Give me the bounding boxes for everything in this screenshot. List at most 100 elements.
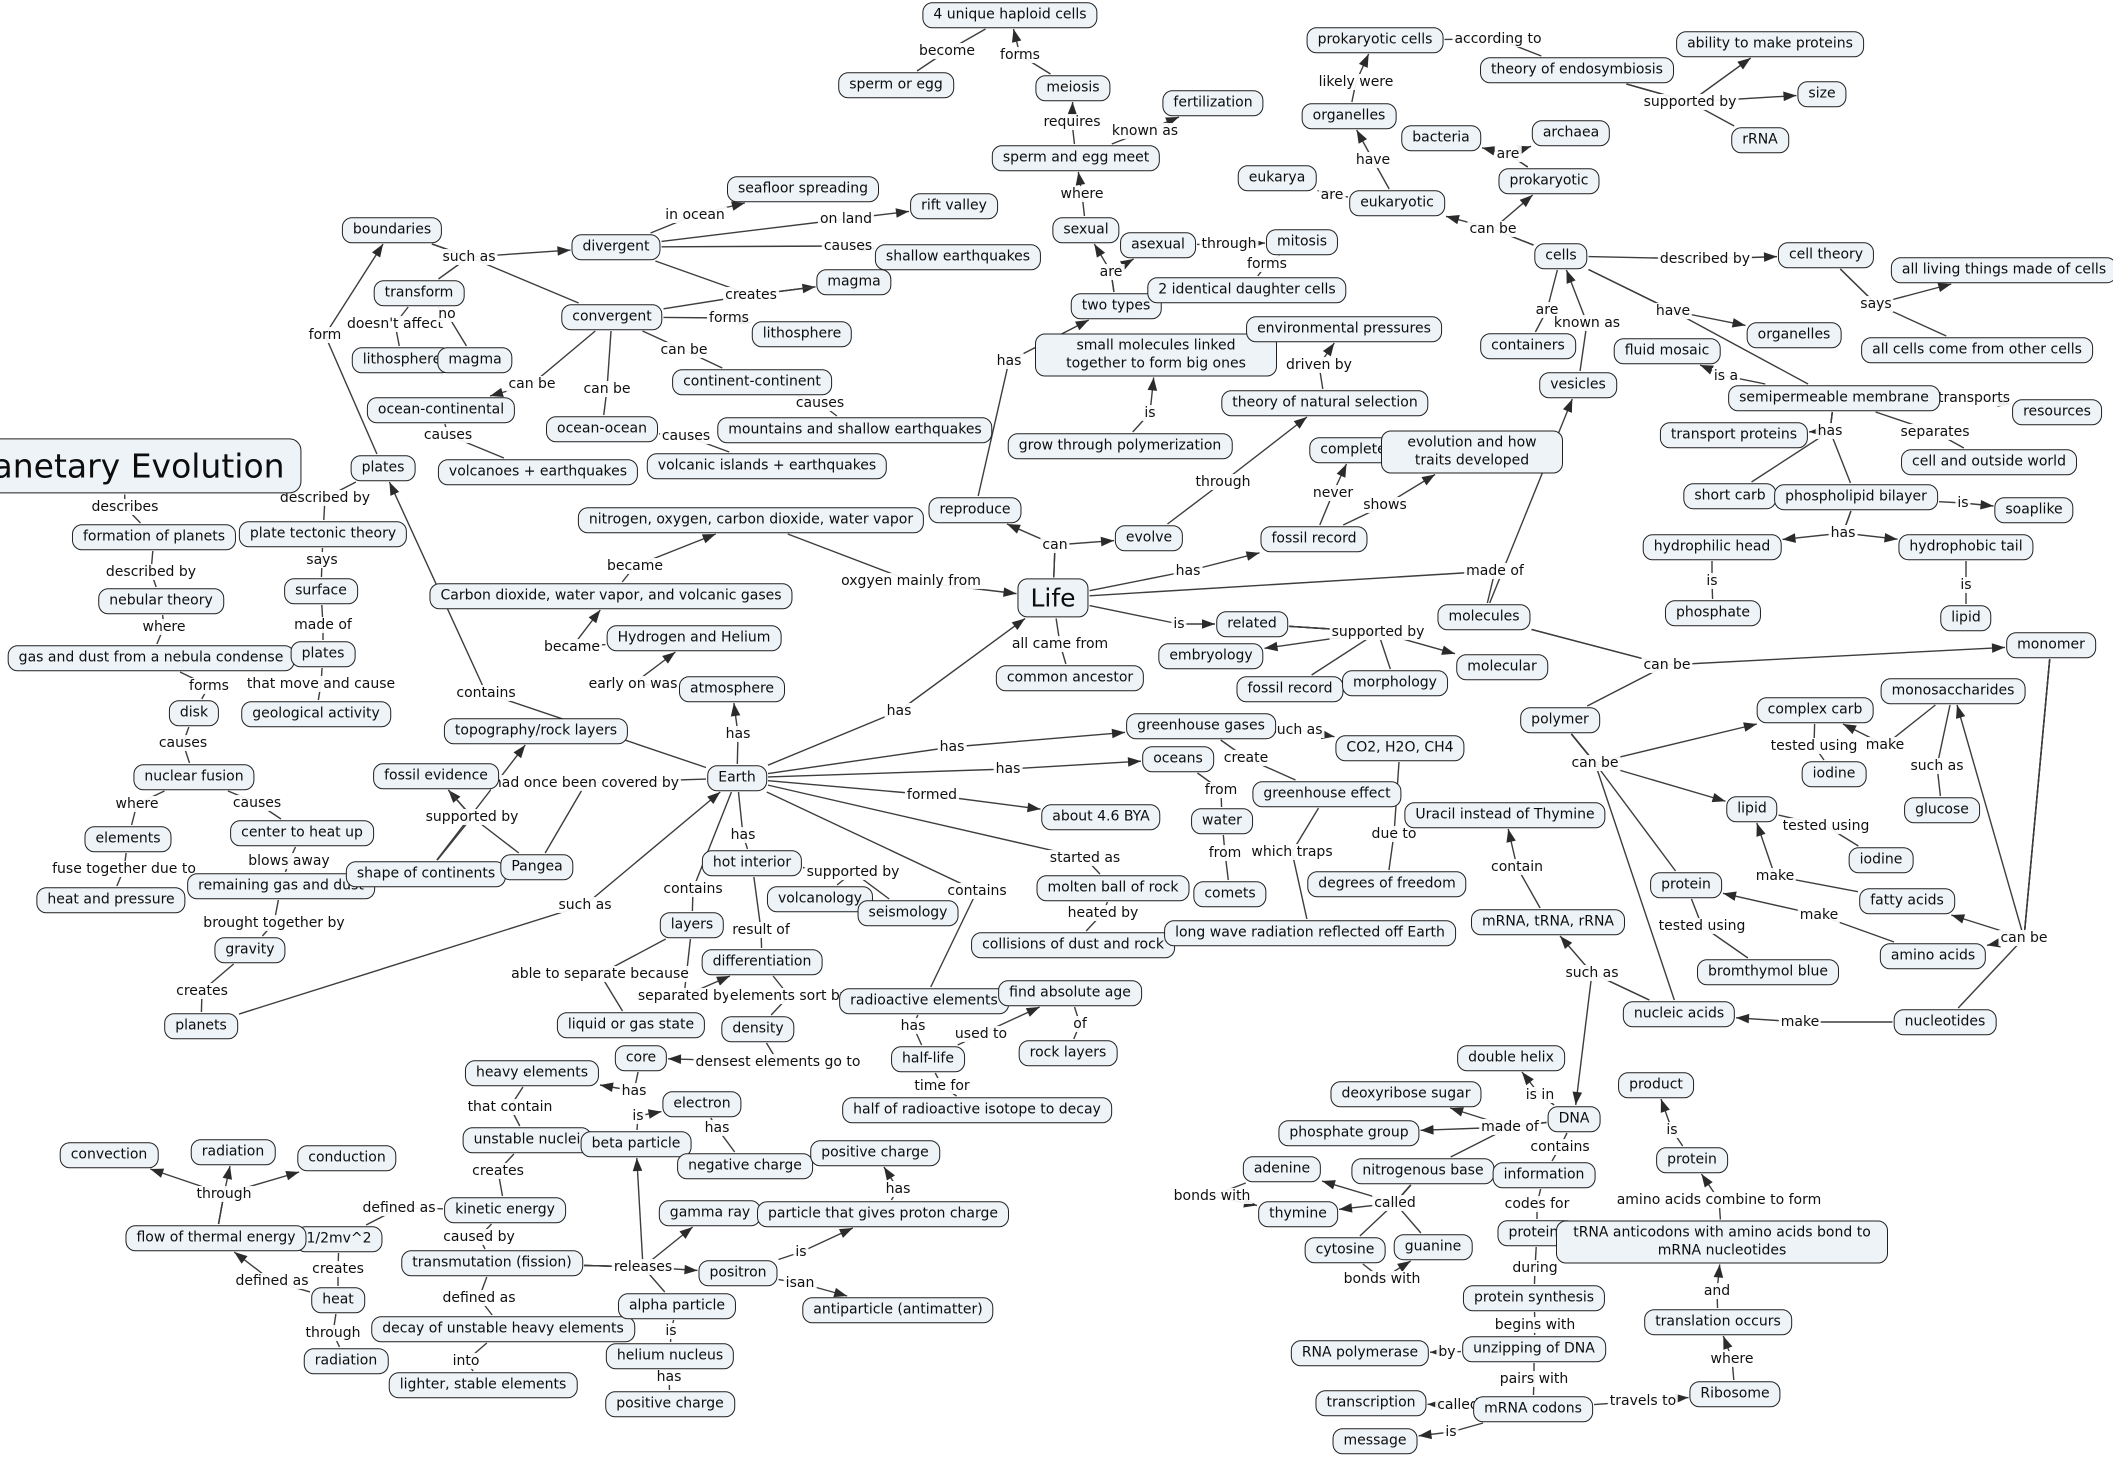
node-fertilization[interactable]: fertilization [1162,90,1264,116]
node-prokCells[interactable]: prokaryotic cells [1306,27,1444,53]
node-particleProton[interactable]: particle that gives proton charge [757,1201,1009,1227]
node-remainingGas[interactable]: remaining gas and dust [187,873,375,899]
node-iodine1[interactable]: iodine [1801,761,1867,787]
node-water[interactable]: water [1191,808,1253,834]
node-seismology[interactable]: seismology [857,900,959,926]
node-eukaryotic[interactable]: eukaryotic [1349,190,1445,216]
node-radioactiveElements[interactable]: radioactive elements [839,988,1009,1014]
node-molecules[interactable]: molecules [1437,604,1531,630]
node-monosaccharides[interactable]: monosaccharides [1880,678,2026,704]
node-nitroBase[interactable]: nitrogenous base [1351,1158,1495,1184]
node-ghGases[interactable]: greenhouse gases [1126,713,1276,739]
node-polymer[interactable]: polymer [1520,707,1600,733]
node-protein2[interactable]: protein [1656,1147,1728,1173]
node-convergent[interactable]: convergent [561,304,663,330]
node-fourHaploid[interactable]: 4 unique haploid cells [922,2,1098,28]
node-radiation2[interactable]: radiation [303,1348,389,1374]
node-fossilRecord1[interactable]: fossil record [1260,526,1368,552]
node-cells[interactable]: cells [1534,243,1588,269]
node-sexual[interactable]: sexual [1052,217,1120,243]
node-halfLife[interactable]: half-life [891,1046,965,1072]
node-layers[interactable]: layers [659,912,725,938]
node-about46[interactable]: about 4.6 BYA [1041,804,1161,830]
node-soaplike[interactable]: soaplike [1994,497,2074,523]
node-co2[interactable]: CO2, H2O, CH4 [1335,735,1465,761]
node-unstableNuclei[interactable]: unstable nuclei [462,1127,592,1153]
node-fossilRecord2[interactable]: fossil record [1236,676,1344,702]
node-cellTheory[interactable]: cell theory [1777,242,1875,268]
node-magma2[interactable]: magma [816,269,892,295]
node-halfIsotope[interactable]: half of radioactive isotope to decay [842,1097,1112,1123]
node-trnaAnticodons[interactable]: tRNA anticodons with amino acids bond to… [1556,1220,1888,1264]
node-tns[interactable]: theory of natural selection [1221,390,1429,416]
node-transform[interactable]: transform [373,280,465,306]
node-vesicles[interactable]: vesicles [1539,372,1617,398]
node-morphology[interactable]: morphology [1342,670,1448,696]
node-protein1[interactable]: protein [1650,872,1722,898]
node-transmutation[interactable]: transmutation (fission) [401,1250,583,1276]
node-fossilEvidence[interactable]: fossil evidence [373,763,499,789]
node-heat[interactable]: heat [311,1287,365,1313]
node-volcEq[interactable]: volcanoes + earthquakes [437,459,639,485]
node-heatPressure[interactable]: heat and pressure [36,887,186,913]
node-phosphoBilayer[interactable]: phospholipid bilayer [1774,484,1938,510]
node-theoryEndo[interactable]: theory of endosymbiosis [1480,57,1674,83]
node-lipid2[interactable]: lipid [1726,796,1778,822]
node-allLiving[interactable]: all living things made of cells [1890,257,2113,283]
node-shortCarb[interactable]: short carb [1683,483,1777,509]
node-resources[interactable]: resources [2012,399,2102,425]
node-moltenBall[interactable]: molten ball of rock [1036,875,1190,901]
node-transcription[interactable]: transcription [1315,1390,1427,1416]
node-radiation1[interactable]: radiation [190,1139,276,1165]
node-evolve[interactable]: evolve [1114,525,1184,551]
node-product[interactable]: product [1618,1072,1694,1098]
node-posCharge2[interactable]: positive charge [605,1391,735,1417]
node-oceanocean[interactable]: ocean-ocean [546,416,658,442]
node-phosphateGroup[interactable]: phosphate group [1278,1120,1420,1146]
node-negCharge[interactable]: negative charge [677,1153,813,1179]
node-pangea[interactable]: Pangea [500,854,574,880]
node-guanine[interactable]: guanine [1393,1234,1473,1260]
node-organelles1[interactable]: organelles [1301,103,1397,129]
node-mitosis[interactable]: mitosis [1265,229,1339,255]
node-containers[interactable]: containers [1480,333,1576,359]
node-eukarya[interactable]: eukarya [1237,165,1317,191]
node-prokaryotic[interactable]: prokaryotic [1498,168,1600,194]
node-cytosine[interactable]: cytosine [1304,1237,1386,1263]
node-nuclearFusion[interactable]: nuclear fusion [133,764,255,790]
node-gasDust[interactable]: gas and dust from a nebula condense [7,645,295,671]
node-rockLayers[interactable]: rock layers [1018,1040,1118,1066]
node-oceancont[interactable]: ocean-continental [366,397,516,423]
node-information[interactable]: information [1492,1162,1596,1188]
node-elements[interactable]: elements [84,826,172,852]
node-nitroOxy[interactable]: nitrogen, oxygen, carbon dioxide, water … [577,507,925,533]
node-molecular[interactable]: molecular [1456,654,1548,680]
node-asexual[interactable]: asexual [1120,232,1196,258]
node-positron[interactable]: positron [698,1260,778,1286]
node-adenine[interactable]: adenine [1242,1156,1322,1182]
node-differentiation[interactable]: differentiation [701,949,823,975]
node-planetaryEvolution[interactable]: Planetary Evolution [0,438,302,494]
node-findAbsAge[interactable]: find absolute age [998,980,1142,1006]
node-size[interactable]: size [1797,81,1847,107]
node-phosphate[interactable]: phosphate [1664,600,1762,626]
node-gammaRay[interactable]: gamma ray [658,1200,762,1226]
node-proteinSynthesis[interactable]: protein synthesis [1462,1285,1606,1311]
node-related[interactable]: related [1216,611,1288,637]
node-mrnaTrna[interactable]: mRNA, tRNA, rRNA [1470,909,1626,935]
node-spermEgg[interactable]: sperm and egg meet [991,145,1161,171]
node-hydroHead[interactable]: hydrophilic head [1642,534,1782,560]
node-organelles2[interactable]: organelles [1746,322,1842,348]
node-evolHow[interactable]: evolution and how traits developed [1381,430,1563,474]
node-ghEffect[interactable]: greenhouse effect [1252,781,1402,807]
node-ribosome[interactable]: Ribosome [1689,1381,1781,1407]
node-lith2[interactable]: lithosphere [751,321,853,347]
node-life[interactable]: Life [1017,578,1089,618]
node-geoActivity[interactable]: geological activity [241,701,391,727]
node-plates2[interactable]: plates [290,641,356,667]
node-core[interactable]: core [614,1045,668,1071]
node-betaParticle[interactable]: beta particle [580,1131,692,1157]
node-nucleotides[interactable]: nucleotides [1893,1009,1997,1035]
node-degreesFreedom[interactable]: degrees of freedom [1307,871,1467,897]
node-halfmv[interactable]: 1/2mv^2 [295,1226,383,1252]
